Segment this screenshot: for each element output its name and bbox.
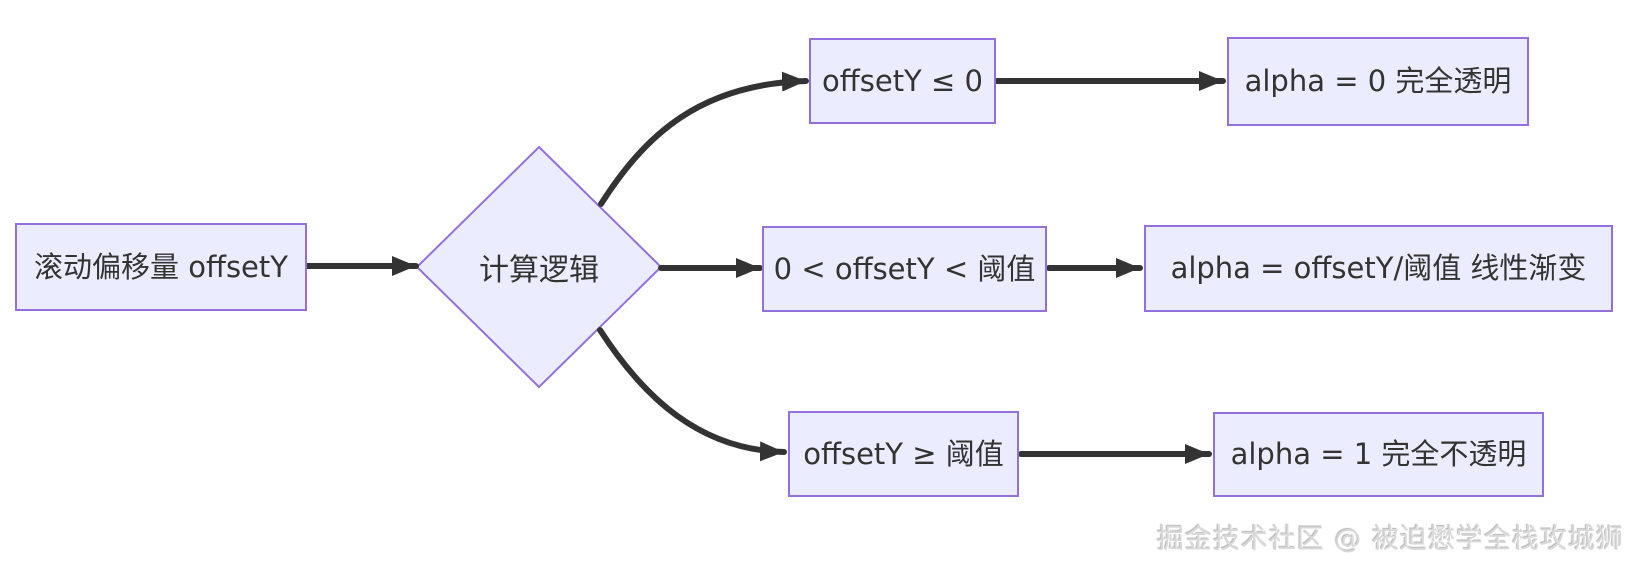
node-condition-offsety-ge-threshold: offsetY ≥ 阈值 [788,411,1019,497]
node-result-alpha-0: alpha = 0 完全透明 [1227,37,1529,126]
node-label: alpha = 0 完全透明 [1244,64,1512,99]
node-condition-offsety-le-0: offsetY ≤ 0 [809,38,996,124]
node-label: alpha = offsetY/阈值 线性渐变 [1170,251,1587,286]
edge-decision-cond-top [598,71,809,207]
node-label: 滚动偏移量 offsetY [34,249,288,284]
watermark-text: 掘金技术社区 @ 被迫懋学全栈攻城狮 [1156,524,1624,555]
node-result-linear-gradient: alpha = offsetY/阈值 线性渐变 [1144,225,1613,312]
edge-decision-cond-bottom [597,327,787,462]
node-result-alpha-1: alpha = 1 完全不透明 [1213,412,1544,497]
node-label: alpha = 1 完全不透明 [1230,437,1527,472]
node-condition-between-threshold: 0 < offsetY < 阈值 [762,226,1047,312]
node-label: 0 < offsetY < 阈值 [773,251,1036,286]
node-label: 计算逻辑 [479,253,599,288]
node-decision-label: 计算逻辑 [439,237,639,297]
node-label: offsetY ≥ 阈值 [803,436,1004,471]
node-scroll-offset-input: 滚动偏移量 offsetY [15,223,307,311]
node-label: offsetY ≤ 0 [822,63,983,98]
